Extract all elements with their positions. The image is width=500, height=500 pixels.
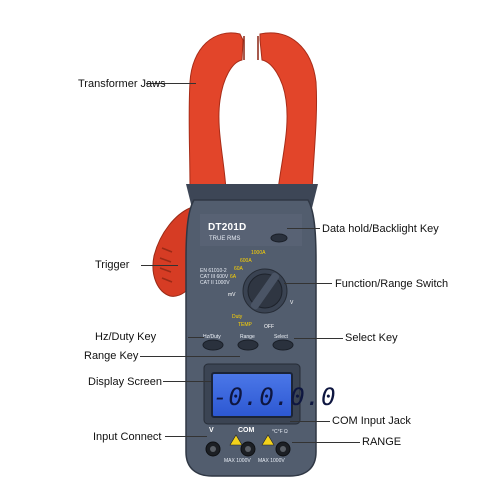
standard-1: EN 61010-2 (200, 268, 227, 274)
callout-trigger: Trigger (95, 259, 130, 271)
model-subtitle: TRUE RMS (209, 236, 241, 242)
dial-v: V (290, 300, 294, 306)
v-jack-label: V (209, 427, 214, 434)
max-right-label: MAX 1000V (258, 458, 285, 464)
data-hold-backlight-button[interactable] (270, 233, 288, 243)
leader-select-key (294, 338, 343, 339)
com-jack-label: COM (238, 427, 255, 434)
leader-function-switch (284, 283, 332, 284)
transformer-jaws (188, 32, 244, 191)
dial-duty: Duty (232, 314, 243, 320)
display-screen: -0.0.0.0 (211, 372, 337, 418)
range-button[interactable] (237, 339, 259, 351)
dial-600a: 600A (240, 258, 252, 264)
callout-range-key: Range Key (84, 350, 139, 362)
callout-range: RANGE (362, 436, 402, 448)
lcd-reading: -0.0.0.0 (213, 383, 337, 411)
callout-display-screen: Display Screen (88, 376, 162, 388)
leader-range-jack (292, 442, 360, 443)
dial-off: OFF (264, 324, 274, 330)
callout-data-hold-backlight: Data hold/Backlight Key (322, 223, 439, 235)
dial-mv: mV (228, 292, 236, 298)
leader-input-connect (165, 436, 207, 437)
leader-transformer-jaws (146, 83, 196, 84)
standard-3: CAT II 1000V (200, 280, 230, 286)
leader-com-jack (290, 421, 330, 422)
callout-hz-duty-key: Hz/Duty Key (95, 331, 157, 343)
model-name: DT201D (208, 222, 247, 233)
select-button[interactable] (272, 339, 294, 351)
dial-temp: TEMP (238, 322, 252, 328)
max-left-label: MAX 1000V (224, 458, 251, 464)
callout-com-input-jack: COM Input Jack (332, 415, 411, 427)
range-button-label: Range (240, 334, 255, 340)
callout-input-connect: Input Connect (93, 431, 162, 443)
leader-hz-duty (188, 337, 204, 338)
dial-6a: 6A (230, 274, 237, 280)
standard-2: CAT III 600V (200, 274, 229, 280)
callout-select-key: Select Key (345, 332, 398, 344)
dial-1000a: 1000A (251, 250, 266, 256)
callout-function-range-switch: Function/Range Switch (335, 278, 449, 290)
hz-duty-button[interactable] (202, 339, 224, 351)
leader-range-key (140, 356, 240, 357)
leader-data-hold (287, 228, 320, 229)
callout-transformer-jaws: Transformer Jaws (78, 78, 166, 90)
leader-trigger (141, 265, 178, 266)
warning-icon (229, 434, 243, 446)
temp-jack-label: °C°F Ω (272, 429, 288, 435)
hz-duty-button-label: Hz/Duty (203, 334, 221, 340)
leader-display (163, 381, 211, 382)
dial-60a: 60A (234, 266, 243, 272)
select-button-label: Select (274, 334, 288, 340)
